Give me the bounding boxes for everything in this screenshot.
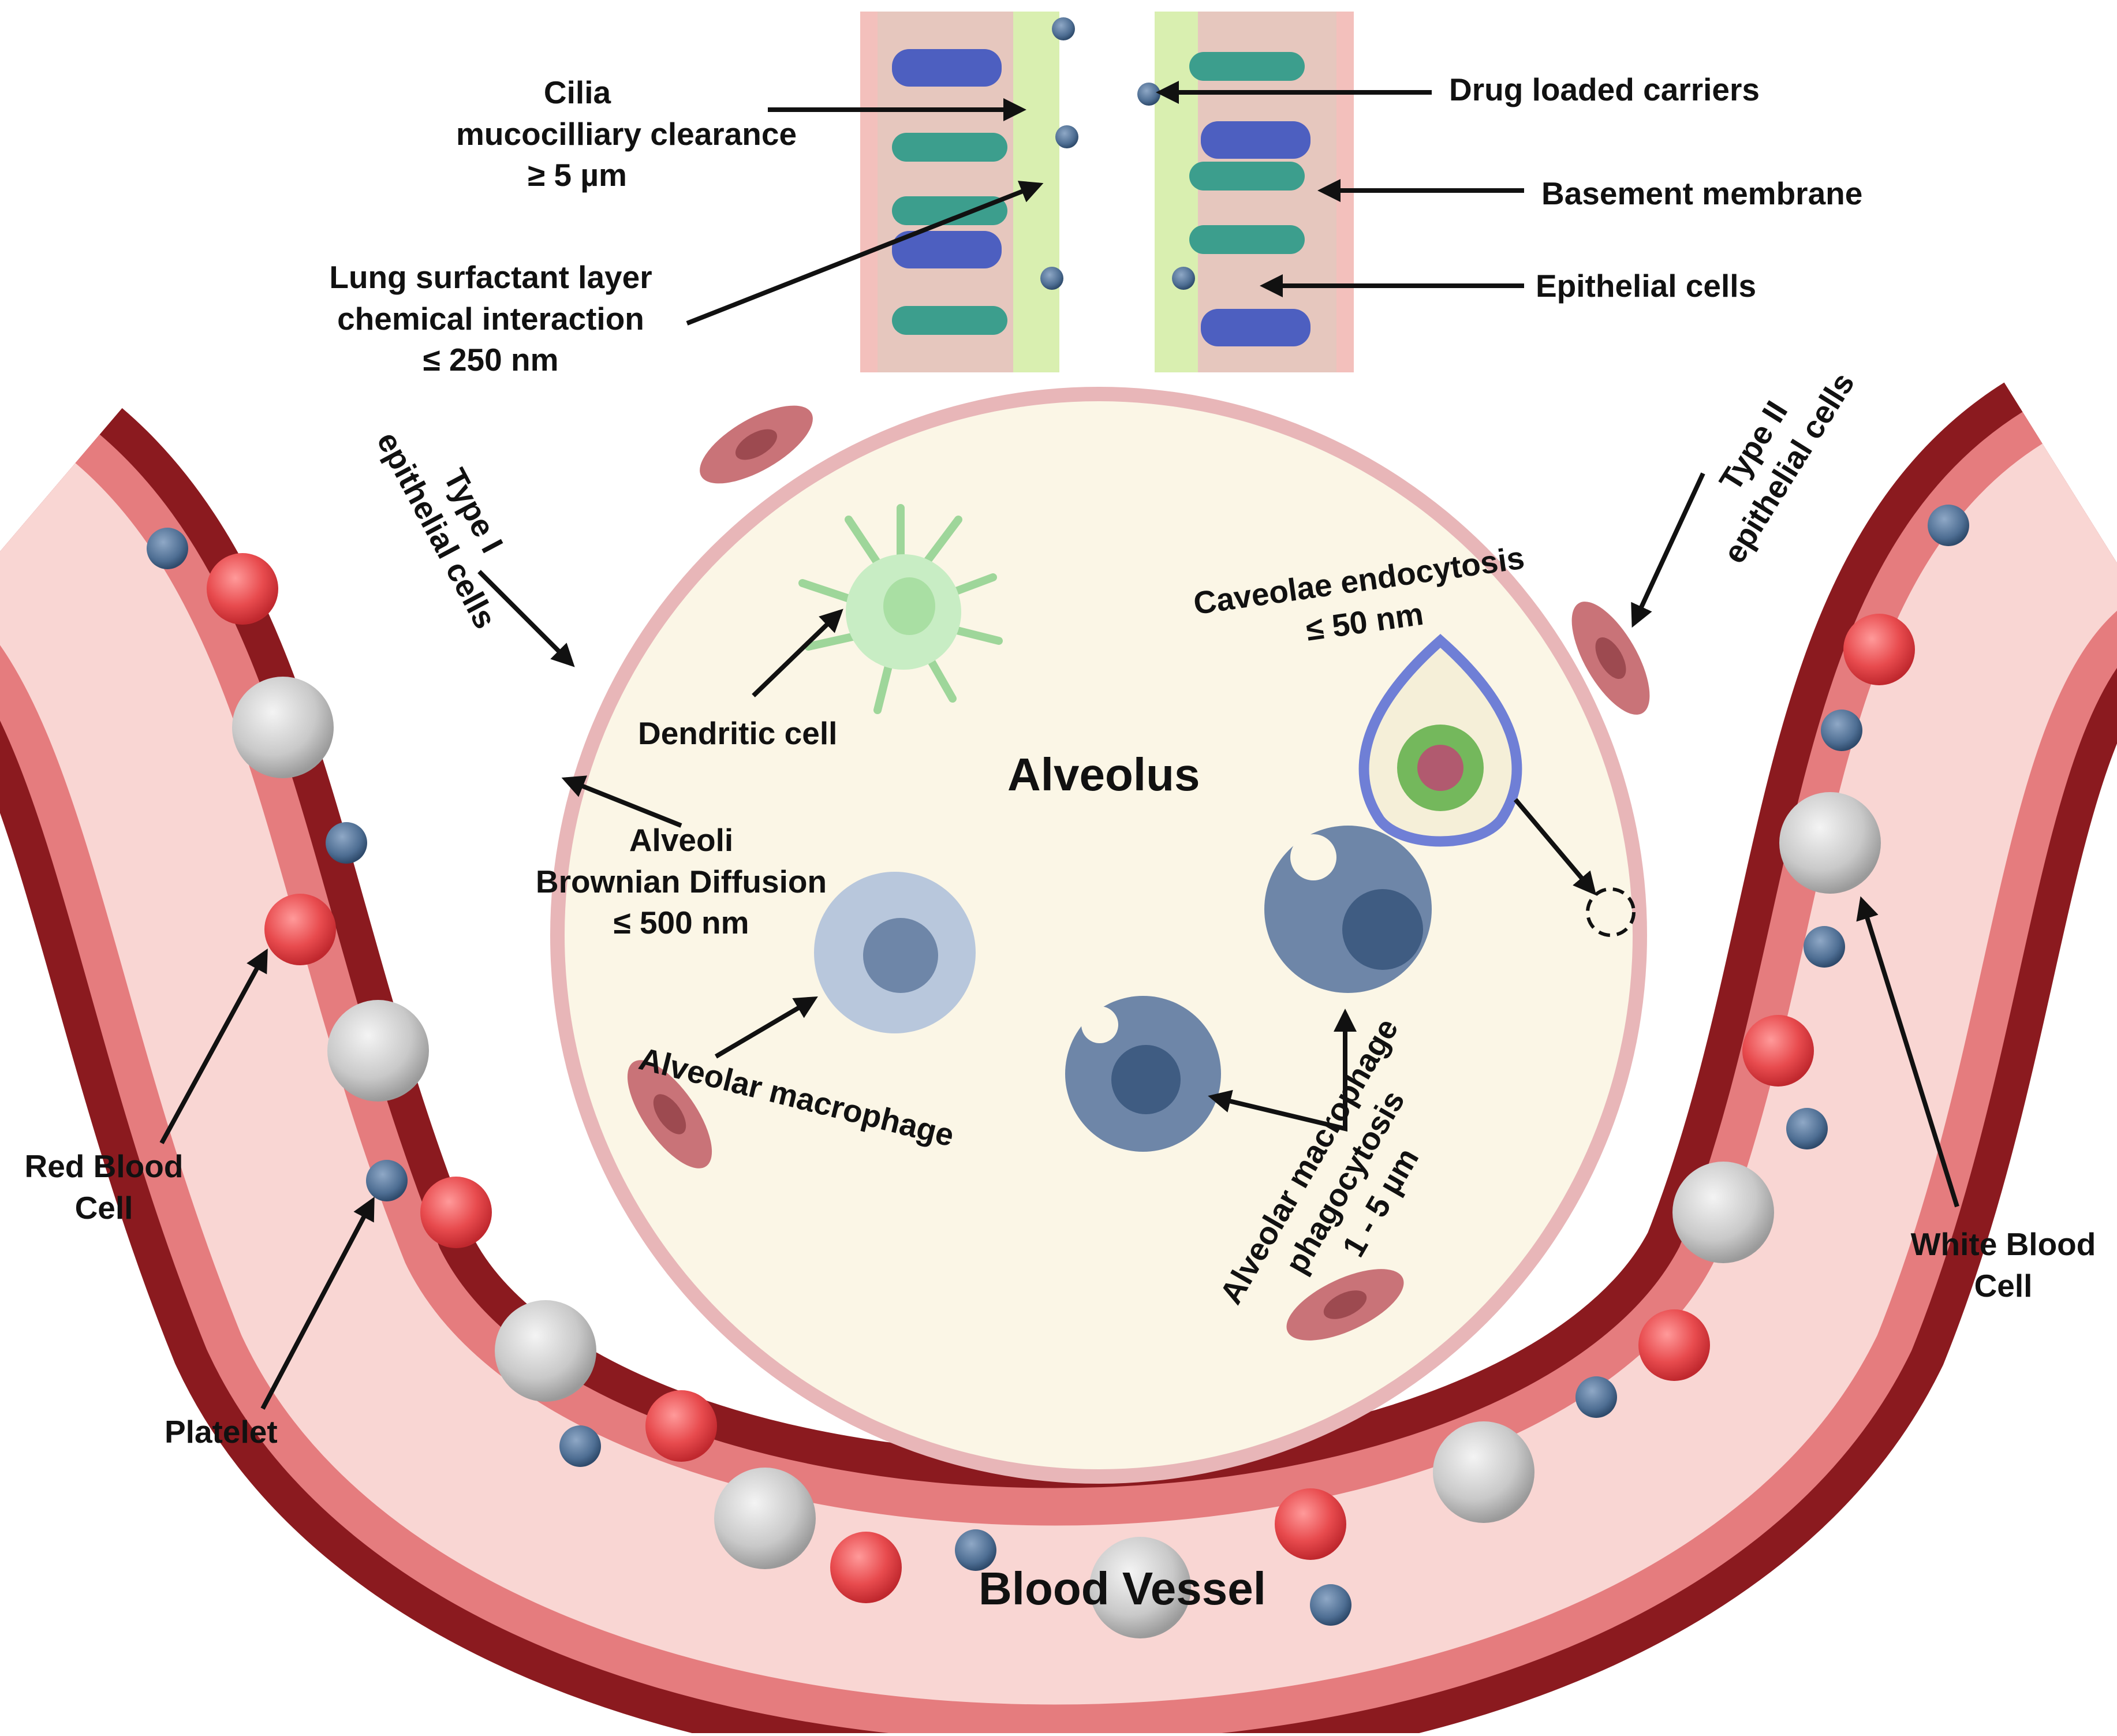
dendritic-cell xyxy=(798,504,1003,714)
red-blood-cell xyxy=(1742,1015,1814,1087)
label-surfactant: Lung surfactant layer chemical interacti… xyxy=(300,257,681,381)
blood-cells xyxy=(147,505,1969,1638)
drug-carrier xyxy=(1055,125,1078,148)
arrow-platelet xyxy=(260,1196,375,1410)
label-alveoli-diffusion: Alveoli Brownian Diffusion ≤ 500 nm xyxy=(528,820,834,944)
goblet-cell xyxy=(1201,121,1310,159)
arrow-surfactant xyxy=(686,181,1044,326)
ciliated-cell xyxy=(1189,52,1305,81)
platelet xyxy=(326,822,367,864)
label-surfactant-line3: ≤ 250 nm xyxy=(423,342,559,378)
label-blood-vessel: Blood Vessel xyxy=(979,1563,1266,1614)
label-surfactant-line1: Lung surfactant layer xyxy=(329,259,652,295)
platelet xyxy=(559,1425,601,1467)
ciliated-cell xyxy=(892,306,1007,335)
white-blood-cell xyxy=(714,1468,816,1569)
platelet xyxy=(1928,505,1969,546)
red-blood-cell xyxy=(207,553,278,625)
platelet xyxy=(147,528,188,569)
platelet xyxy=(1310,1584,1351,1626)
label-wbc-line2: Cell xyxy=(1974,1267,2033,1304)
label-alveoli-line1: Alveoli xyxy=(629,822,734,858)
arrow-phagocytosis xyxy=(1208,1009,1357,1132)
label-surfactant-line2: chemical interaction xyxy=(337,300,644,337)
airway-left xyxy=(860,12,1059,372)
label-rbc-line2: Cell xyxy=(74,1189,133,1226)
red-blood-cell xyxy=(830,1532,902,1603)
label-white-blood-cell: White Blood Cell xyxy=(1899,1224,2107,1306)
red-blood-cell xyxy=(264,894,336,965)
macrophage-phagocytosing xyxy=(1065,996,1221,1152)
ciliated-cell xyxy=(1189,162,1305,191)
caveolae-vesicle xyxy=(1358,634,1636,937)
goblet-cell xyxy=(892,49,1002,87)
label-cilia-line3: ≥ 5 µm xyxy=(528,157,627,193)
type-1-cell xyxy=(627,1060,712,1168)
label-cilia-line2: mucocilliary clearance xyxy=(456,115,797,152)
white-blood-cell xyxy=(1672,1162,1774,1263)
label-drug-carriers: Drug loaded carriers xyxy=(1449,72,1760,107)
arrow-type2 xyxy=(1631,472,1705,628)
drug-carrier xyxy=(1172,267,1195,290)
white-blood-cell xyxy=(1089,1537,1191,1638)
platelet xyxy=(366,1160,408,1201)
platelet xyxy=(1786,1108,1828,1149)
alveolus xyxy=(550,387,1650,1484)
white-blood-cell xyxy=(1433,1421,1534,1523)
label-alveolus: Alveolus xyxy=(1007,749,1200,800)
arrow-dendritic xyxy=(752,608,843,697)
type-1-cell xyxy=(700,405,813,484)
arrow-rbc xyxy=(159,948,268,1144)
label-alveoli-line2: Brownian Diffusion xyxy=(535,863,827,899)
label-platelet: Platelet xyxy=(165,1414,278,1450)
white-blood-cell xyxy=(1779,792,1881,894)
label-cilia: Cilia mucocilliary clearance ≥ 5 µm xyxy=(456,72,797,196)
platelet xyxy=(955,1529,996,1571)
drug-carrier xyxy=(1040,267,1063,290)
macrophage-with-vesicle xyxy=(1264,826,1432,993)
arrow-alveoli-diffusion xyxy=(561,775,682,828)
platelet xyxy=(1804,926,1845,968)
arrows xyxy=(159,81,1959,1410)
blood-vessel xyxy=(0,382,2117,1736)
label-dendritic-cell: Dendritic cell xyxy=(638,715,838,751)
label-rbc-line1: Red Blood xyxy=(24,1148,184,1184)
red-blood-cell xyxy=(1843,614,1915,685)
ciliated-cell xyxy=(892,133,1007,162)
red-blood-cell xyxy=(1275,1488,1346,1560)
drug-carrier xyxy=(1052,17,1075,40)
ciliated-cell xyxy=(892,196,1007,225)
type-1-cell xyxy=(1571,602,1650,715)
arrow-caveolae xyxy=(1513,798,1597,896)
white-blood-cell xyxy=(232,677,334,778)
label-cilia-line1: Cilia xyxy=(543,74,611,110)
arrow-macrophage xyxy=(714,996,818,1059)
label-wbc-line1: White Blood xyxy=(1910,1226,2096,1262)
ciliated-cell xyxy=(1189,225,1305,254)
platelet xyxy=(1821,710,1862,751)
red-blood-cell xyxy=(645,1390,717,1462)
type-1-cell xyxy=(1286,1269,1404,1341)
label-basement-membrane: Basement membrane xyxy=(1541,176,1863,211)
white-blood-cell xyxy=(495,1300,596,1402)
goblet-cell xyxy=(892,231,1002,268)
label-red-blood-cell: Red Blood Cell xyxy=(17,1146,191,1229)
red-blood-cell xyxy=(1638,1309,1710,1381)
red-blood-cell xyxy=(420,1177,492,1248)
drug-carrier xyxy=(1137,83,1160,106)
label-epithelial-cells: Epithelial cells xyxy=(1536,268,1757,304)
goblet-cell xyxy=(1201,309,1310,346)
platelet xyxy=(1575,1376,1617,1418)
alveolar-macrophage-cell xyxy=(814,872,976,1033)
white-blood-cell xyxy=(327,1000,429,1102)
label-alveoli-line3: ≤ 500 nm xyxy=(613,905,749,940)
arrow-wbc xyxy=(1856,896,1959,1208)
arrow-type1 xyxy=(477,570,575,667)
